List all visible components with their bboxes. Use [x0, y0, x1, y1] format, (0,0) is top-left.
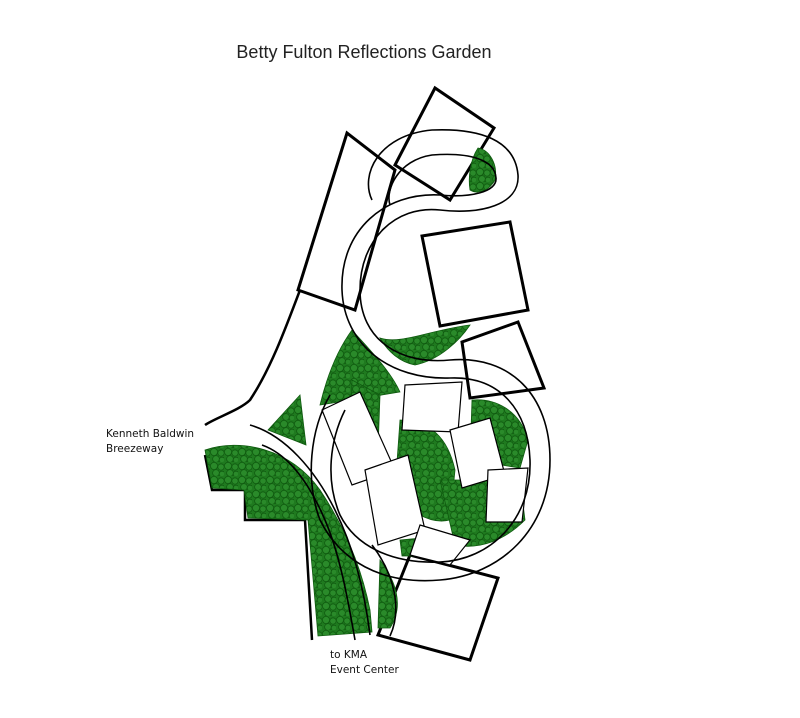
- event-center-label-line2: Event Center: [330, 664, 399, 676]
- map-title: Betty Fulton Reflections Garden: [236, 42, 492, 62]
- building-north-west: [296, 130, 397, 312]
- walking-path: [249, 129, 551, 641]
- bed-upper-loop: [468, 147, 497, 193]
- building-east-upper: [420, 220, 530, 328]
- breezeway-label: Kenneth Baldwin Breezeway: [106, 427, 194, 457]
- breezeway-label-line2: Breezeway: [106, 443, 164, 455]
- event-center-label: to KMA Event Center: [330, 648, 399, 678]
- site-boundary: [203, 289, 314, 641]
- breezeway-label-line1: Kenneth Baldwin: [106, 428, 195, 440]
- building-north: [393, 85, 497, 203]
- bed-triangle-west: [267, 394, 307, 446]
- paving-slabs: [321, 381, 529, 566]
- bed-south-west: [204, 444, 373, 637]
- bed-central-west: [319, 329, 401, 406]
- building-east-lower: [460, 320, 547, 400]
- event-center-label-line1: to KMA: [330, 649, 368, 661]
